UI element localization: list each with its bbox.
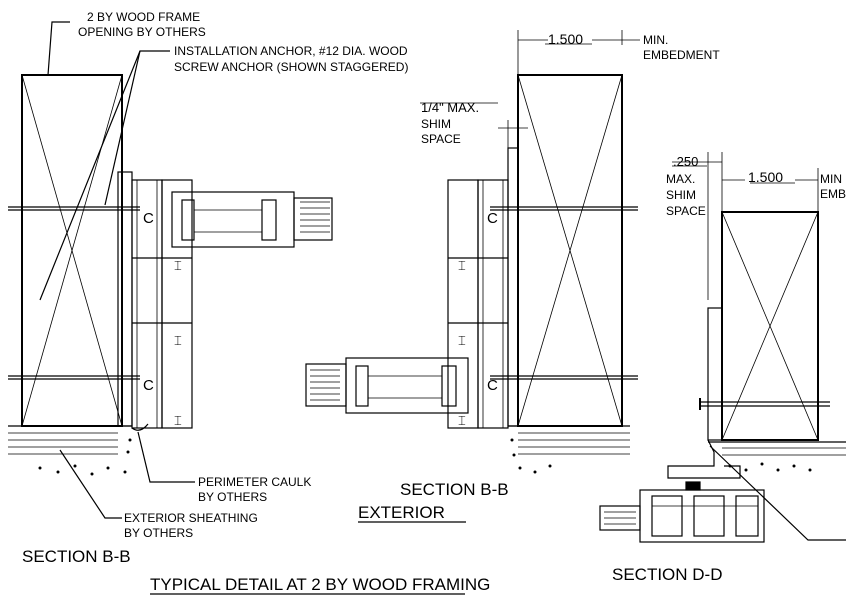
sheathing-label-1: EXTERIOR SHEATHING <box>124 511 258 525</box>
section-dd-title: SECTION D-D <box>612 565 723 584</box>
middle-section-bb: C C ⌶ ⌶ ⌶ <box>305 30 640 523</box>
section-bb-middle-title: SECTION B-B <box>400 480 509 499</box>
svg-text:C: C <box>487 377 498 394</box>
right-section-dd <box>599 152 846 543</box>
anchor-label-2: SCREW ANCHOR (SHOWN STAGGERED) <box>174 60 408 74</box>
dim-250: .250 <box>673 154 698 169</box>
anchor-label-1: INSTALLATION ANCHOR, #12 DIA. WOOD <box>174 44 408 58</box>
min-label-b: MIN <box>820 172 842 186</box>
max-label-b: MAX. <box>666 172 695 186</box>
svg-text:⌶: ⌶ <box>458 333 466 348</box>
sheathing-label-2: BY OTHERS <box>124 526 193 540</box>
dim-1500-b: 1.500 <box>748 169 783 185</box>
exterior-label: EXTERIOR <box>358 503 445 522</box>
svg-text:⌶: ⌶ <box>174 413 182 428</box>
section-bb-left-title: SECTION B-B <box>22 547 131 566</box>
svg-text:⌶: ⌶ <box>174 258 182 273</box>
anchor-leader <box>39 50 170 301</box>
frame-opening-label-2: OPENING BY OTHERS <box>78 25 206 39</box>
caulk-label-1: PERIMETER CAULK <box>198 475 311 489</box>
caulk-label-2: BY OTHERS <box>198 490 267 504</box>
embed-label-b: EMB <box>820 187 846 201</box>
typical-detail-title: TYPICAL DETAIL AT 2 BY WOOD FRAMING <box>150 575 490 594</box>
svg-text:C: C <box>143 210 154 227</box>
svg-text:⌶: ⌶ <box>458 413 466 428</box>
min-label-a: MIN. <box>643 33 668 47</box>
dim-1500-a: 1.500 <box>548 31 583 47</box>
shim-quarter-label: 1/4" MAX. <box>421 100 479 115</box>
left-section-bb: C C ⌶ ⌶ ⌶ <box>8 21 333 519</box>
svg-text:⌶: ⌶ <box>174 333 182 348</box>
space-label-b: SPACE <box>666 204 706 218</box>
embedment-label-a: EMBEDMENT <box>643 48 720 62</box>
space-label-a: SPACE <box>421 132 461 146</box>
frame-opening-label-1: 2 BY WOOD FRAME <box>87 10 200 24</box>
svg-text:⌶: ⌶ <box>458 258 466 273</box>
frame-opening-leader <box>47 21 70 76</box>
shim-label-a: SHIM <box>421 117 451 131</box>
svg-text:C: C <box>487 210 498 227</box>
shim-label-b: SHIM <box>666 188 696 202</box>
svg-text:C: C <box>143 377 154 394</box>
